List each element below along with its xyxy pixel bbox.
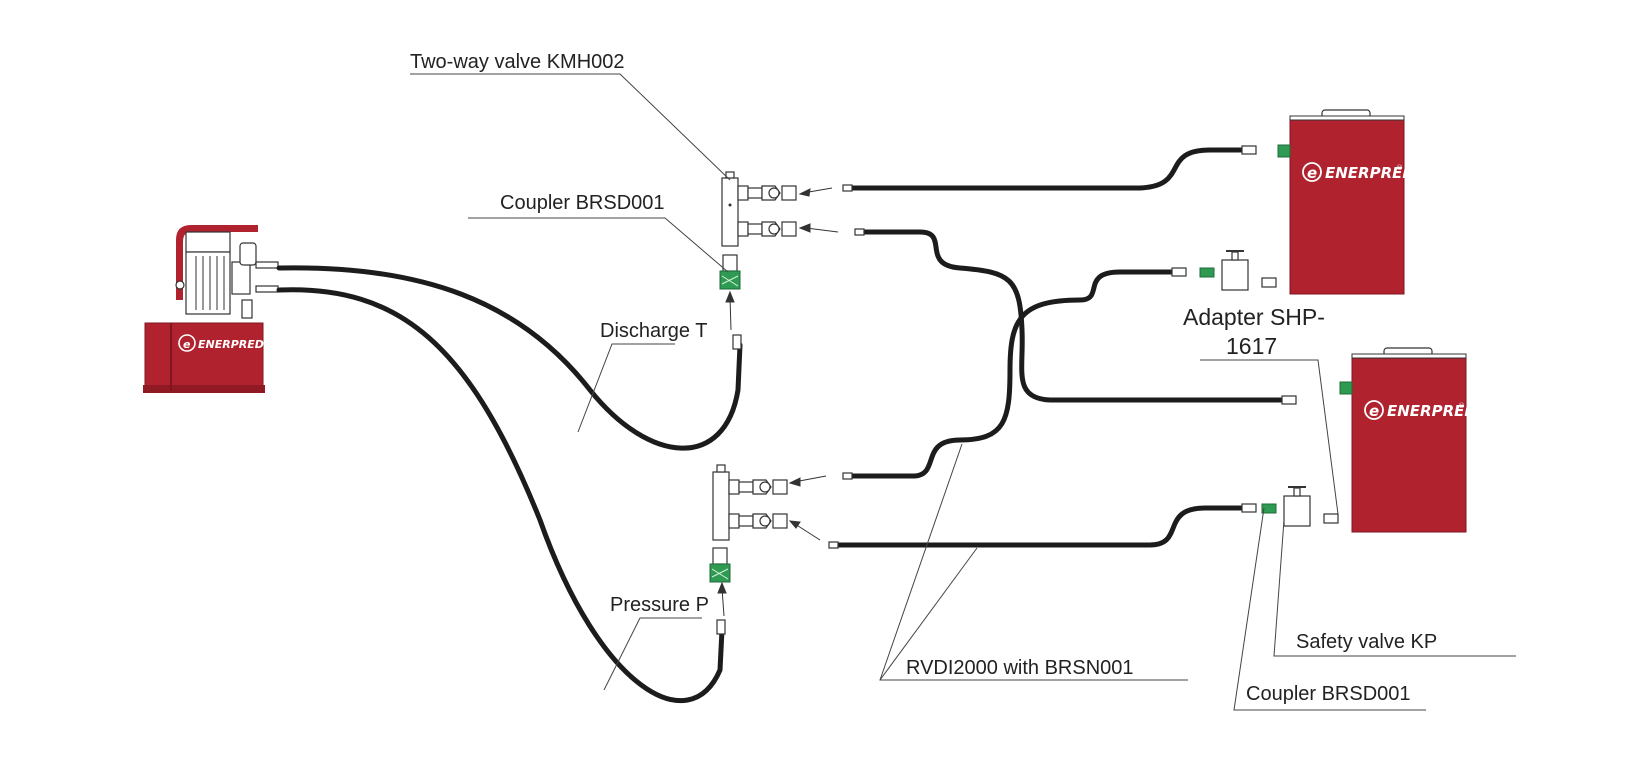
label-rvdi2000: RVDI2000 with BRSN001: [906, 657, 1134, 679]
leader-lines: [410, 73, 1516, 711]
pump-brand-logo: ENERPRED: [198, 338, 264, 351]
label-coupler-top: Coupler BRSD001: [500, 192, 665, 214]
pump-brand-mark: e: [183, 338, 191, 351]
cylinder2-registered-mark: ®: [1458, 402, 1465, 410]
flow-arrows: [717, 187, 839, 617]
hose-lines: [276, 147, 1285, 703]
label-adapter-line1: Adapter SHP-: [1183, 304, 1325, 330]
label-adapter-line2: 1617: [1226, 333, 1277, 359]
pressure-hose: [276, 287, 725, 703]
two-way-valve-bottom: [709, 464, 788, 583]
hose-cylinder1-upper: [847, 147, 1245, 191]
cylinder2-brand-logo: ENERPRED: [1387, 402, 1477, 420]
label-two-way-valve: Two-way valve KMH002: [410, 51, 625, 73]
hydraulic-cylinder-1: e ENERPRED ®: [1277, 109, 1415, 295]
cylinder1-brand-mark: e: [1307, 164, 1317, 182]
cylinder2-brand-mark: e: [1369, 402, 1379, 420]
hose-cylinder2-upper: [857, 229, 1285, 403]
label-safety-valve: Safety valve KP: [1296, 631, 1437, 653]
hydraulic-pump-unit: e ENERPRED: [143, 225, 279, 393]
safety-valve-lower: [1261, 486, 1339, 527]
hydraulic-cylinder-2: e ENERPRED ®: [1339, 347, 1477, 533]
cylinder1-registered-mark: ®: [1396, 164, 1403, 172]
hose-cylinder1-lower: [847, 269, 1175, 479]
cylinder1-brand-logo: ENERPRED: [1325, 164, 1415, 182]
hose-fittings: [716, 145, 1297, 635]
label-pressure-p: Pressure P: [610, 594, 709, 616]
two-way-valve-top: [719, 171, 797, 290]
discharge-hose: [276, 265, 743, 451]
label-discharge-t: Discharge T: [600, 320, 707, 342]
safety-valve-upper: [1199, 250, 1277, 291]
hose-cylinder2-lower: [832, 505, 1245, 548]
label-coupler-bottom: Coupler BRSD001: [1246, 683, 1411, 705]
